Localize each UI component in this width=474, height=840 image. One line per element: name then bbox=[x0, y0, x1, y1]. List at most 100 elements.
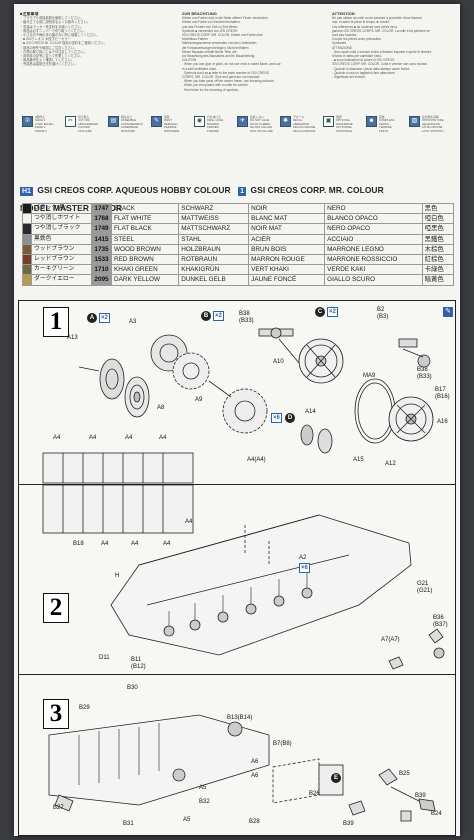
make-2-badge-c: ×2 bbox=[327, 307, 338, 317]
legend-text: WAHLWEISE bbox=[336, 121, 353, 126]
paint-de-cell: ROTBRAUN bbox=[178, 253, 250, 266]
label-b13-b14: B13(B14) bbox=[227, 715, 253, 721]
paint-de-cell: DUNKEL GELB bbox=[178, 274, 250, 286]
label-b17: B17 bbox=[435, 387, 446, 393]
paint-de-cell: MATTWEISS bbox=[178, 213, 250, 225]
aqueous-tag: H1 bbox=[20, 187, 33, 196]
part-c-marker: C bbox=[315, 307, 325, 317]
paint-jp-cell: つや消しホワイト bbox=[31, 213, 92, 225]
legend-text: 穴をあける bbox=[207, 115, 221, 119]
label-b2: B2 bbox=[377, 307, 385, 313]
fr-it-caution-line: di tanto in tanto per cambiare l'aria. bbox=[332, 54, 382, 59]
make-2-badge-b: ×2 bbox=[213, 311, 224, 321]
legend-text: DO NOT GLUE bbox=[250, 118, 270, 123]
paint-jp-cell: ウッドブラウン bbox=[31, 243, 92, 255]
label-a4-8: A4 bbox=[185, 519, 193, 525]
de-en-caution-line: CAUTION bbox=[182, 58, 197, 63]
paint-swatch bbox=[22, 233, 32, 245]
paint-de-cell: SCHWARZ bbox=[178, 202, 250, 215]
part-a-marker: A bbox=[87, 313, 97, 323]
label-a2: A2 bbox=[299, 555, 307, 561]
paint-jp-cell: カーキグリーン bbox=[31, 264, 92, 276]
legend-text: FORARE bbox=[207, 128, 219, 133]
step-3-number: 3 bbox=[43, 699, 69, 729]
legend-text: BOHREN bbox=[207, 121, 219, 126]
label-g21: G21 bbox=[417, 581, 429, 587]
label-a7-a7: A7(A7) bbox=[381, 637, 400, 643]
fr-it-caution-line: nue, et aérer la pièce le temps du trava… bbox=[332, 20, 390, 25]
de-en-caution-line: - Symbols such as ■ refer to the paint n… bbox=[182, 70, 269, 75]
fr-it-caution-line: - ■ sono indicazioni di colore di GSI CR… bbox=[332, 58, 395, 63]
de-en-caution-line: die Farbanweisungen befolgen. Nicht enth… bbox=[182, 45, 249, 50]
label-b12: (B12) bbox=[131, 664, 146, 670]
de-en-caution-line: GSI CREOS CORP. MR. COLOR, Kleber und Fa… bbox=[182, 33, 263, 38]
jp-caution-line: ・刃物の取り扱いには十分注意してください。 bbox=[20, 49, 87, 54]
jp-caution-line: ・部品は必ずニッパーで切り取ってください。 bbox=[20, 28, 87, 33]
jp-caution-line: ・完成品は直射日光を避けてください。 bbox=[20, 62, 78, 67]
paint-jp-cell: ブラック(黒) bbox=[31, 202, 92, 215]
de-en-caution-line: - When you trim plastic with a cutter be… bbox=[182, 83, 249, 88]
legend-text: 完成 bbox=[379, 115, 385, 119]
legend-text: 切り取る bbox=[78, 115, 90, 119]
legend-text: NON INCOLLARE bbox=[250, 128, 273, 133]
paint-swatch bbox=[22, 202, 32, 215]
de-en-caution-line: - When you take parts off the runner fra… bbox=[182, 79, 275, 84]
label-a14: A14 bbox=[305, 409, 316, 415]
legend-text: DRILL HOLE bbox=[207, 118, 224, 123]
legend-symbol-icon: ▣ bbox=[323, 116, 334, 127]
legend-text: ZUSAMMENBAU bbox=[121, 121, 143, 126]
jp-caution-line: ・■ GSI CREOS Mr. COLOR 指定の塗料をご使用ください。 bbox=[20, 41, 107, 46]
legend-text: DECALCOMANIA bbox=[293, 128, 316, 133]
paint-cn-cell: 黑鐵色 bbox=[421, 233, 455, 245]
de-en-caution-line: zur Beachtung des Bausatzes auf die Baua… bbox=[182, 54, 256, 59]
legend-text: NICHT KLEBEN bbox=[250, 121, 271, 126]
legend-symbol-icon: ✎ bbox=[151, 116, 162, 127]
paint-en-cell: BLACK bbox=[110, 202, 180, 215]
paint-cn-cell: 木棕色 bbox=[421, 243, 455, 255]
jp-caution-line: ・小さなお子様の手の届かない所に保管してください。 bbox=[20, 33, 100, 38]
label-a4-5: A4 bbox=[101, 541, 109, 547]
legend-text: 2個作る bbox=[35, 115, 45, 119]
label-b37: (B37) bbox=[433, 622, 448, 628]
label-d11: D11 bbox=[99, 655, 110, 661]
fr-it-caution-line: Couper les pièces avec précaution. bbox=[332, 37, 382, 42]
paint-en-cell: FLAT BLACK bbox=[110, 223, 180, 235]
paint-swatch bbox=[22, 253, 32, 266]
legend-text: OPTIONAL bbox=[336, 118, 351, 123]
paint-cn-cell: 卡綠色 bbox=[421, 264, 455, 276]
label-a9: A9 bbox=[195, 397, 203, 403]
label-b3: (B3) bbox=[377, 314, 389, 320]
legend-text: COUPER bbox=[78, 125, 90, 130]
fr-it-caution-line: sont pas fournies. bbox=[332, 33, 358, 38]
legend-symbol-icon: ▧ bbox=[409, 116, 420, 127]
label-a4-2: A4 bbox=[89, 435, 97, 441]
paint-fr-cell: VERT KHAKI bbox=[248, 264, 326, 276]
jp-caution-title: ■注意事項 bbox=[20, 12, 39, 16]
label-a4-3: A4 bbox=[125, 435, 133, 441]
label-b28: B28 bbox=[249, 819, 260, 825]
aqueous-title: GSI CREOS CORP. AQUEOUS HOBBY COLOUR bbox=[37, 185, 231, 195]
paint-en-cell: WOOD BROWN bbox=[110, 243, 180, 255]
legend-symbol-icon: ▤ bbox=[108, 116, 119, 127]
legend-text: DECAL bbox=[293, 118, 303, 123]
paint-num-cell: 1533 bbox=[91, 253, 112, 266]
de-caution-title: ZUR BEACHTUNG bbox=[182, 12, 217, 16]
paint-en-cell: KHAKI GREEN bbox=[110, 264, 180, 276]
de-en-caution-line: Kleber und Farbe von Kindern fernhalten. bbox=[182, 20, 241, 25]
label-a12: A12 bbox=[385, 461, 396, 467]
label-b32: B32 bbox=[199, 799, 210, 805]
legend-symbol-icon: ✂ bbox=[65, 116, 76, 127]
paint-fr-cell: ACIER bbox=[248, 233, 326, 245]
de-en-caution-line: - When you use glue or paint, do not use… bbox=[182, 62, 281, 67]
label-g21-b: (G21) bbox=[417, 588, 433, 594]
legend-text: CÔTÉ OPPOSÉ bbox=[422, 125, 443, 130]
legend-text: ASSEMBLER bbox=[121, 125, 139, 130]
part-e-marker: E bbox=[331, 773, 341, 783]
jp-caution-line: ・説明書の記号に従って作業してください。 bbox=[20, 54, 84, 59]
legend-text: FAIRE 2 bbox=[35, 125, 46, 130]
step-2-number: 2 bbox=[43, 593, 69, 623]
